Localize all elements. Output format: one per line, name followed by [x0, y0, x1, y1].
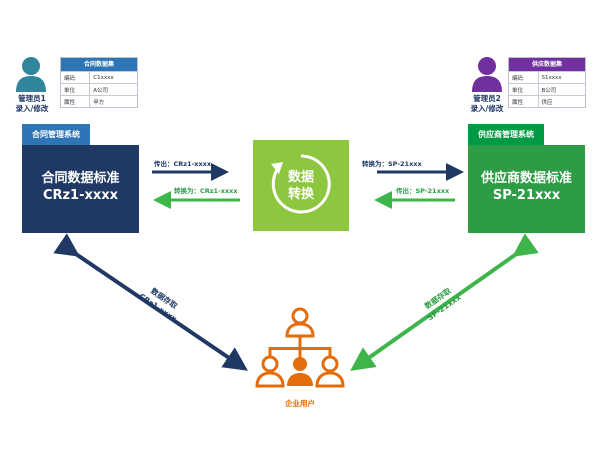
person-icon [16, 57, 46, 92]
refresh-icon [271, 154, 331, 214]
supplier-system-body: 供应商数据标准 SP-21xxx [468, 145, 585, 233]
data-conversion-box: 数据 转换 [253, 140, 349, 231]
table-cell: 编码 [509, 71, 538, 84]
contract-standard-code: CRz1-xxxx [42, 188, 119, 203]
contract-system-tab: 合同管理系统 [22, 124, 90, 145]
flow-right-in-label: 转换为：SP-21xxx [362, 160, 422, 168]
table-cell: A公司 [89, 83, 137, 96]
access-arrow-left [53, 233, 248, 371]
supplier-standard-title: 供应商数据标准 [480, 171, 572, 186]
supplier-dataset-title: 供应数据集 [509, 58, 585, 71]
table-cell: 属性 [61, 95, 90, 107]
contract-system-panel: 合同管理系统 合同数据标准 CRz1-xxxx [22, 124, 139, 233]
table-cell: 编码 [61, 71, 90, 84]
contract-dataset-title: 合同数据集 [61, 58, 137, 71]
flow-left-in-label: 转换为：CRz1-xxxx [174, 187, 238, 195]
supplier-system-tab: 供应商管理系统 [468, 124, 544, 145]
admin2-label: 管理员2 录入/修改 [457, 94, 517, 114]
table-cell: S1xxxx [537, 71, 585, 84]
table-cell: 单位 [61, 83, 90, 96]
conversion-label-line1: 数据 [287, 170, 314, 185]
supplier-standard-code: SP-21xxx [492, 188, 561, 203]
contract-standard-title: 合同数据标准 [41, 171, 120, 186]
access-arrow-right [350, 233, 539, 371]
conversion-label: 数据 转换 [253, 169, 349, 203]
contract-system-body: 合同数据标准 CRz1-xxxx [22, 145, 139, 233]
admin1-label: 管理员1 录入/修改 [2, 94, 62, 114]
table-cell: 属性 [509, 95, 538, 107]
flow-right-out-label: 传出：SP-21xxx [396, 187, 450, 195]
org-chart-icon [255, 307, 345, 388]
table-row: 属性供应 [509, 95, 585, 107]
supplier-system-panel: 供应商管理系统 供应商数据标准 SP-21xxx [468, 124, 585, 233]
table-cell: C1xxxx [89, 71, 137, 84]
table-cell: 供应 [537, 95, 585, 107]
person-icon [472, 57, 502, 92]
admin1-role: 管理员1 [18, 94, 46, 103]
admin1-action: 录入/修改 [15, 104, 49, 113]
admin2 [470, 56, 504, 96]
conversion-label-line2: 转换 [287, 187, 314, 202]
flow-left-out-label: 传出：CRz1-xxxx [154, 160, 212, 168]
table-cell: B公司 [537, 83, 585, 96]
table-cell: 单位 [509, 83, 538, 96]
enterprise-users-label: 企业用户 [285, 399, 315, 408]
table-row: 属性甲方 [61, 95, 137, 107]
table-cell: 甲方 [89, 95, 137, 107]
admin2-role: 管理员2 [473, 94, 501, 103]
admin2-action: 录入/修改 [470, 104, 504, 113]
admin1 [14, 56, 48, 96]
